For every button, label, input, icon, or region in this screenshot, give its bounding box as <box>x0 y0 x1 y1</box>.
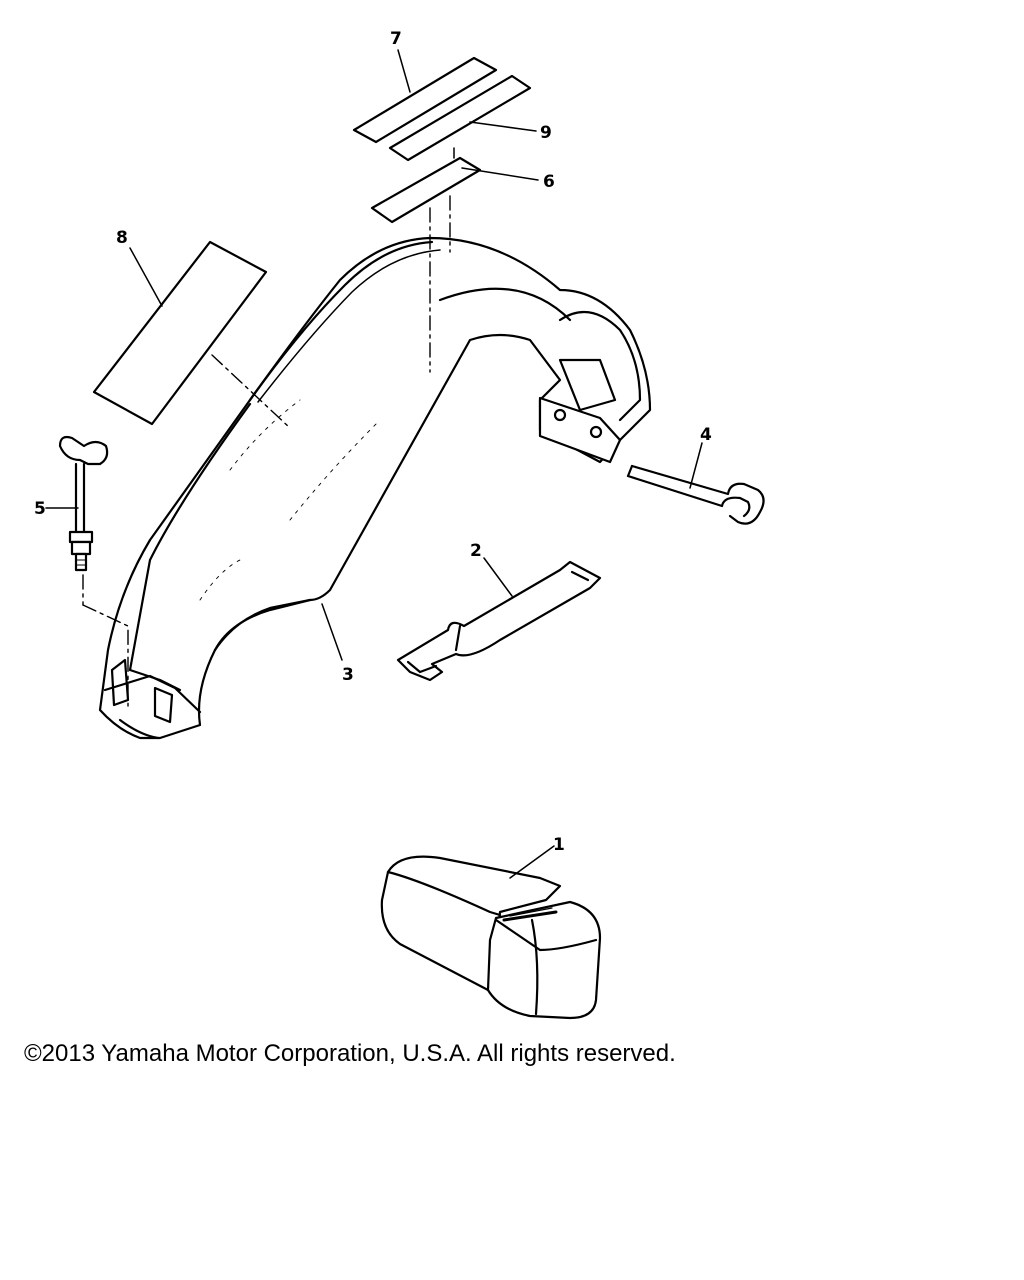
fender-cover <box>98 236 652 740</box>
callout-9: 9 <box>540 123 552 143</box>
wing-bolt <box>58 435 109 572</box>
j-rod <box>626 464 765 525</box>
decal-8 <box>92 240 268 426</box>
callout-3: 3 <box>342 665 354 685</box>
callout-8: 8 <box>116 228 128 248</box>
tool-bag <box>380 855 602 1020</box>
assembly-lines <box>82 195 451 707</box>
strap <box>396 560 602 682</box>
callout-2: 2 <box>470 541 482 561</box>
callout-6: 6 <box>543 172 555 192</box>
leader-lines <box>45 49 703 879</box>
callout-5: 5 <box>34 499 46 519</box>
callout-7: 7 <box>390 29 402 49</box>
decal-7 <box>352 56 498 144</box>
decal-9 <box>388 74 532 162</box>
copyright-notice: ©2013 Yamaha Motor Corporation, U.S.A. A… <box>24 1040 676 1067</box>
callout-1: 1 <box>553 835 565 855</box>
decal-6 <box>370 156 482 224</box>
callout-4: 4 <box>700 425 712 445</box>
